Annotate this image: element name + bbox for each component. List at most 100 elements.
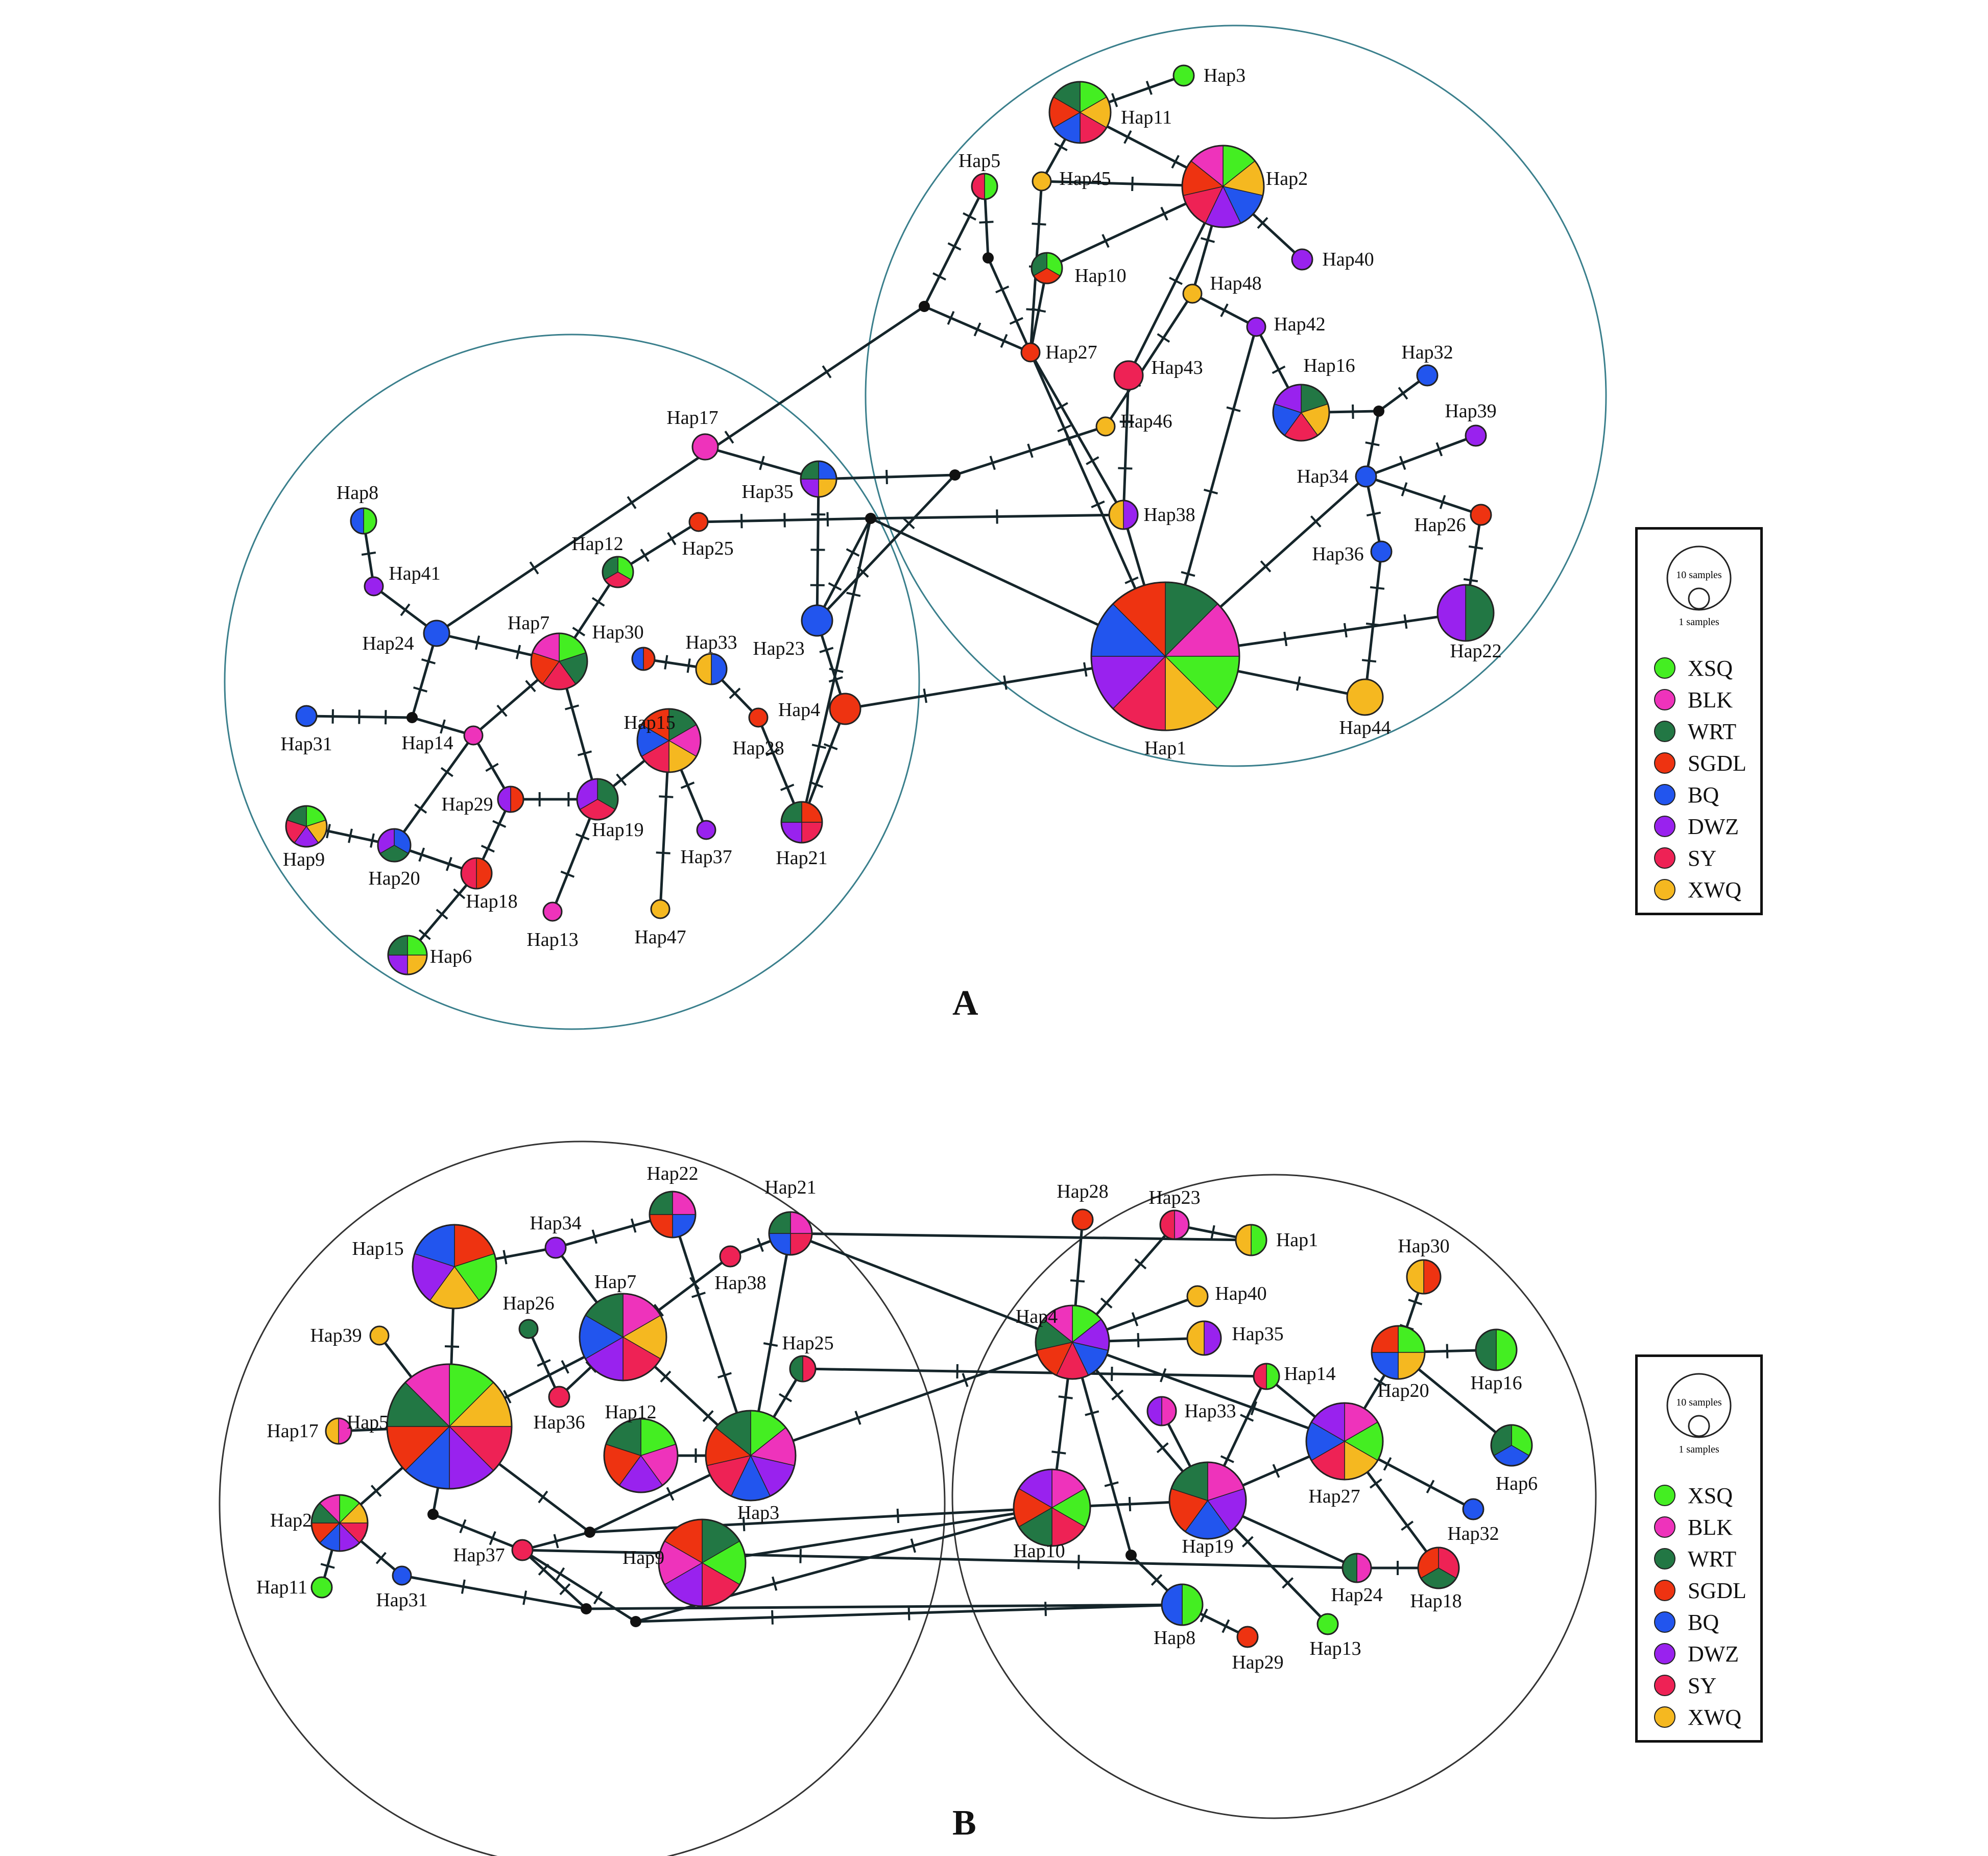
pie-slice [1247, 318, 1265, 336]
legend-item-bq: BQ [1654, 1606, 1746, 1638]
legend-label: BLK [1688, 1514, 1733, 1540]
mutation-tick [1220, 1455, 1234, 1463]
legend-swatch [1654, 1706, 1675, 1728]
pie-slice [476, 858, 492, 889]
haplotype-label: Hap35 [741, 481, 793, 503]
legend-item-xwq: XWQ [1654, 874, 1746, 906]
mutation-tick [1365, 441, 1380, 446]
network-edge [816, 474, 956, 622]
haplotype-label: Hap15 [624, 712, 675, 733]
haplotype-node-hap20 [1371, 1325, 1426, 1380]
mutation-tick [826, 512, 829, 527]
node-outline [603, 1418, 679, 1493]
haplotype-label: Hap24 [1331, 1584, 1382, 1606]
legend-swatch [1654, 752, 1675, 774]
haplotype-label: Hap1 [1276, 1229, 1318, 1251]
mutation-tick [823, 743, 838, 750]
mutation-tick [555, 1567, 565, 1581]
node-outline [548, 1386, 570, 1408]
node-outline [310, 1576, 333, 1599]
legend-item-dwz: DWZ [1654, 811, 1746, 842]
haplotype-label: Hap27 [1045, 342, 1097, 363]
mutation-tick [492, 820, 507, 828]
node-outline [748, 707, 769, 728]
pie-slice [1371, 541, 1392, 562]
mutation-tick [903, 517, 915, 530]
haplotype-label: Hap12 [605, 1401, 656, 1423]
haplotype-label: Hap19 [1182, 1536, 1233, 1557]
haplotype-label: Hap7 [508, 612, 549, 634]
haplotype-node-hap40 [1291, 248, 1313, 271]
haplotype-label: Hap17 [267, 1420, 318, 1442]
haplotype-node-hap12 [603, 1418, 679, 1493]
mutation-tick [1257, 217, 1268, 229]
mutation-tick [995, 285, 1010, 294]
pie-slice [1096, 417, 1115, 436]
haplotype-label: Hap24 [362, 633, 414, 654]
network-edge [436, 305, 925, 635]
legend-item-sy: SY [1654, 1670, 1746, 1701]
haplotype-label: Hap1 [1144, 737, 1186, 759]
node-outline [801, 604, 833, 637]
mutation-tick [326, 824, 331, 839]
legend-swatch [1654, 816, 1675, 837]
node-outline [1020, 342, 1041, 363]
mutation-tick [724, 431, 734, 444]
network-edge [816, 517, 872, 622]
mutation-tick [962, 1373, 969, 1387]
haplotype-node-hap33 [1146, 1396, 1177, 1426]
haplotype-node-hap30 [1406, 1259, 1442, 1295]
node-outline [1048, 81, 1112, 144]
haplotype-node-hap1 [1090, 581, 1240, 731]
haplotype-label: Hap33 [1184, 1400, 1236, 1422]
pie-slice [984, 173, 998, 200]
pie-slice [1463, 1499, 1483, 1519]
median-vector-node [865, 513, 876, 524]
population-group-circles [219, 25, 1607, 1856]
pie-slice [1237, 1627, 1258, 1647]
mutation-tick [702, 1410, 714, 1422]
haplotype-label: Hap36 [1312, 543, 1363, 565]
node-outline [1181, 145, 1265, 228]
pie-slice [1235, 1224, 1252, 1256]
mutation-tick [1123, 130, 1132, 144]
mutation-tick [1366, 511, 1381, 517]
mutation-tick [799, 1549, 802, 1563]
network-edge [790, 1232, 1073, 1344]
mutation-tick [947, 311, 955, 325]
mutation-tick [1373, 1377, 1387, 1387]
haplotype-label: Hap16 [1303, 355, 1355, 376]
mutation-tick [1051, 1450, 1066, 1455]
mutation-tick [616, 773, 627, 786]
node-outline [691, 433, 719, 461]
node-outline [829, 693, 861, 725]
mutation-tick [1157, 333, 1170, 343]
haplotype-label: Hap3 [737, 1502, 779, 1524]
node-outline [518, 1319, 539, 1339]
node-outline [1291, 248, 1313, 271]
mutation-tick [1200, 1608, 1208, 1623]
haplotype-label: Hap15 [352, 1238, 403, 1259]
mutation-tick [370, 833, 375, 848]
haplotype-node-hap2 [310, 1494, 369, 1552]
legend-item-xsq: XSQ [1654, 652, 1746, 684]
node-outline [780, 801, 823, 844]
haplotype-label: Hap5 [959, 150, 1000, 172]
median-vector-node [949, 469, 961, 481]
network-edge [1366, 434, 1476, 478]
mutation-tick [1032, 222, 1046, 226]
haplotype-label: Hap34 [1297, 466, 1348, 487]
haplotype-label: Hap9 [283, 849, 325, 870]
pie-slice [1356, 466, 1376, 487]
haplotype-label: Hap8 [1154, 1627, 1195, 1649]
mutation-tick [923, 688, 927, 703]
haplotype-node-hap46 [1095, 416, 1116, 437]
haplotype-node-hap11 [310, 1576, 333, 1599]
node-outline [768, 1211, 813, 1256]
mutation-tick [947, 242, 962, 251]
mutation-tick [854, 1411, 861, 1425]
haplotype-label: Hap23 [1148, 1187, 1200, 1208]
pie-slice [1021, 343, 1040, 362]
node-outline [971, 173, 998, 200]
mutation-tick [414, 803, 427, 814]
